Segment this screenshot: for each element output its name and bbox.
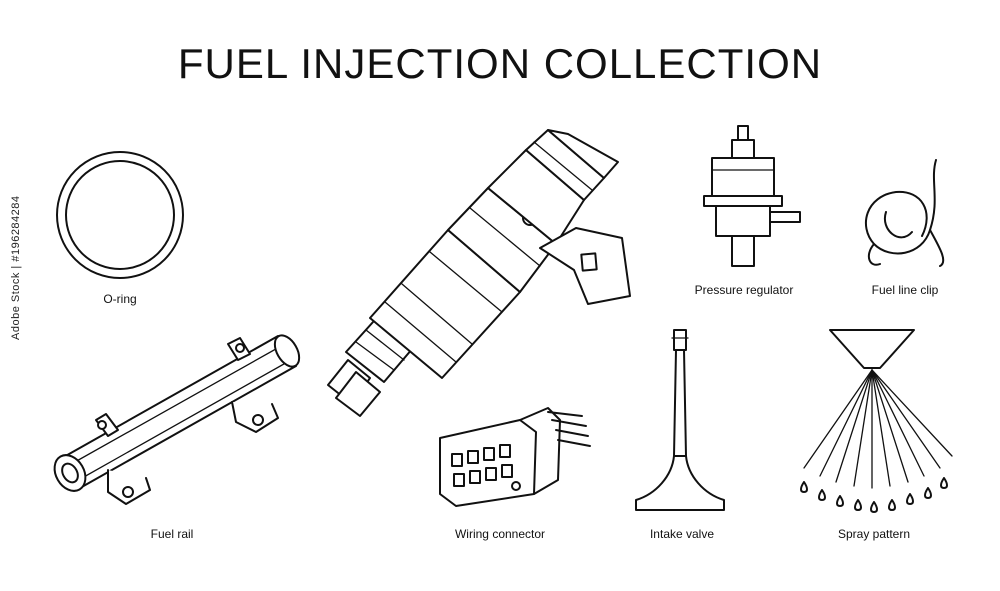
- page-title: FUEL INJECTION COLLECTION: [177, 40, 823, 87]
- o-ring-caption: O-ring: [103, 292, 137, 306]
- intake-valve-drawing: [635, 329, 725, 511]
- fuel-rail-drawing: [53, 334, 301, 505]
- intake-valve-caption: Intake valve: [649, 527, 715, 541]
- fuel-injector-drawing: [327, 129, 631, 417]
- spray-pattern-caption: Spray pattern: [837, 527, 911, 541]
- o-ring-drawing: [56, 151, 184, 279]
- wiring-connector-caption: Wiring connector: [454, 527, 546, 541]
- fuel-line-clip-caption: Fuel line clip: [871, 283, 939, 297]
- wiring-connector-drawing: [439, 407, 591, 507]
- fuel-rail-caption: Fuel rail: [150, 527, 194, 541]
- fuel-line-clip-drawing: [865, 159, 945, 267]
- pressure-regulator-caption: Pressure regulator: [694, 283, 794, 297]
- spray-pattern-drawing: [800, 329, 953, 513]
- pressure-regulator-drawing: [703, 125, 801, 267]
